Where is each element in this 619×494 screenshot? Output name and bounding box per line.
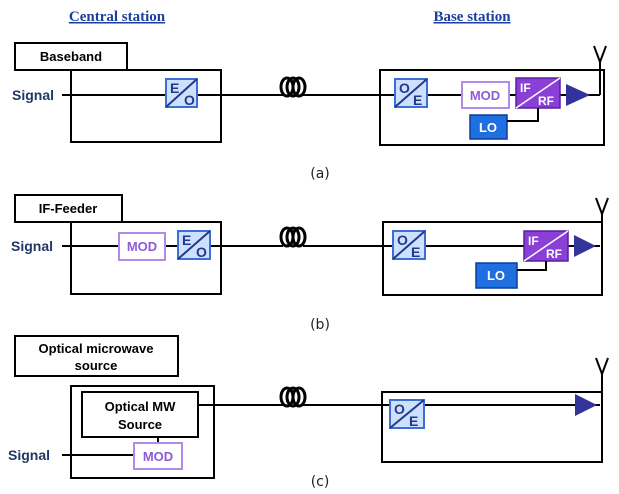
signal-label: Signal	[8, 447, 50, 463]
caption-a: (a)	[310, 166, 330, 182]
svg-text:LO: LO	[479, 120, 497, 135]
antenna-icon	[593, 45, 607, 95]
oe-converter: O E	[392, 230, 426, 260]
svg-text:O: O	[196, 244, 207, 260]
modulator-block: MOD	[133, 442, 183, 470]
oe-converter: O E	[394, 78, 428, 108]
caption-b: (b)	[310, 317, 330, 333]
eo-converter: E O	[165, 78, 198, 108]
svg-text:Source: Source	[118, 417, 162, 432]
svg-text:E: E	[413, 92, 422, 108]
baseband-title: Baseband	[40, 49, 102, 64]
svg-text:RF: RF	[538, 94, 554, 108]
modulator-block: MOD	[118, 232, 166, 261]
amplifier-icon	[574, 235, 596, 257]
if-feeder-title: IF-Feeder	[39, 201, 98, 216]
mixer-block: IF RF	[523, 230, 569, 262]
central-station-header: Central station	[69, 9, 166, 25]
amplifier-icon	[566, 84, 590, 106]
base-station-box	[379, 69, 605, 146]
amplifier-icon	[575, 394, 597, 416]
svg-text:O: O	[394, 401, 405, 417]
panel-baseband: Baseband Signal E O O E MOD IF	[12, 42, 607, 182]
svg-text:MOD: MOD	[470, 88, 500, 103]
signal-label: Signal	[11, 238, 53, 254]
base-station-box	[382, 221, 603, 296]
svg-text:E: E	[409, 413, 418, 429]
optical-microwave-title-box	[14, 335, 179, 377]
lo-block: LO	[469, 114, 508, 140]
optical-mw-source-block: Optical MW Source	[81, 391, 199, 438]
antenna-icon	[595, 357, 609, 405]
svg-text:MOD: MOD	[143, 449, 173, 464]
mixer-block: IF RF	[515, 77, 561, 109]
svg-text:E: E	[170, 80, 179, 96]
svg-text:IF: IF	[528, 234, 539, 248]
modulator-block: MOD	[461, 81, 510, 109]
svg-text:IF: IF	[520, 81, 531, 95]
panel-if-feeder: IF-Feeder Signal MOD E O O E IF RF	[11, 194, 609, 333]
base-station-box	[381, 391, 603, 463]
optical-microwave-title-line2: source	[75, 358, 118, 373]
if-feeder-title-box	[14, 194, 123, 223]
svg-text:O: O	[399, 80, 410, 96]
optical-microwave-title: Optical microwave	[39, 341, 154, 356]
eo-converter: E O	[177, 230, 211, 260]
fiber-coil-icon	[279, 386, 307, 408]
antenna-icon	[595, 197, 609, 246]
panel-optical-microwave-source: Optical microwave source Optical MW Sour…	[8, 335, 609, 490]
fiber-coil-icon	[279, 226, 307, 248]
svg-text:LO: LO	[487, 268, 505, 283]
oe-converter: O E	[389, 399, 425, 429]
svg-text:E: E	[411, 244, 420, 260]
svg-text:RF: RF	[546, 247, 562, 261]
central-station-box	[70, 221, 222, 295]
svg-text:O: O	[184, 92, 195, 108]
svg-text:Optical MW: Optical MW	[105, 399, 177, 414]
fiber-coil-icon	[279, 76, 307, 98]
central-station-box	[70, 385, 215, 479]
base-station-header: Base station	[433, 9, 511, 25]
svg-text:O: O	[397, 232, 408, 248]
caption-c: (c)	[311, 474, 330, 490]
signal-label: Signal	[12, 87, 54, 103]
svg-text:E: E	[182, 232, 191, 248]
lo-block: LO	[475, 262, 518, 289]
svg-text:MOD: MOD	[127, 239, 157, 254]
central-station-box	[70, 69, 222, 143]
